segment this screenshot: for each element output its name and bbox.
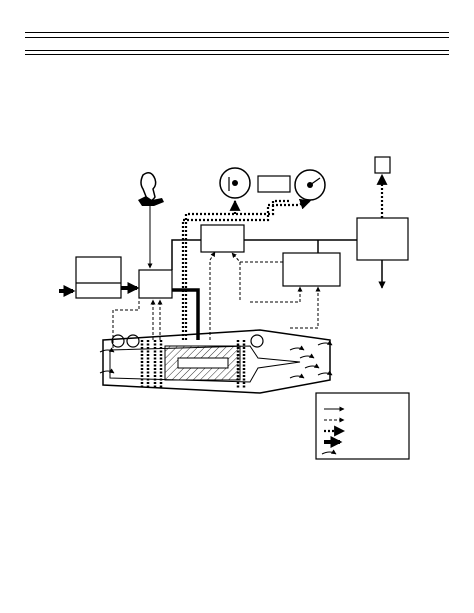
lower-controller-box	[282, 252, 341, 287]
indicator-box	[257, 175, 291, 193]
upper-controller-box	[200, 224, 245, 253]
header-rule-bottom-2	[25, 54, 449, 55]
small-top-right-box	[374, 156, 391, 174]
right-dial-gauge-icon	[294, 169, 326, 201]
pilot-throttle-lever-icon	[138, 172, 164, 269]
dashed-signal-lines	[112, 251, 321, 348]
header-rule-top	[25, 32, 449, 33]
solid-signal-lines	[171, 239, 386, 289]
legend-airflow-arrow	[321, 449, 337, 455]
legend-box	[315, 392, 410, 460]
turbine-engine-cutaway	[99, 329, 333, 394]
left-dial-gauge-icon	[219, 167, 251, 199]
fuel-control-unit-box	[138, 269, 173, 299]
heavy-flow-arrows	[59, 282, 140, 297]
header-rule-bottom	[25, 50, 449, 51]
header-rule-top-2	[25, 37, 449, 38]
fuel-feed-line	[172, 288, 200, 340]
right-controller-box	[356, 217, 409, 261]
dotted-bold-lines	[181, 173, 388, 340]
fuel-supply-box	[75, 256, 122, 299]
